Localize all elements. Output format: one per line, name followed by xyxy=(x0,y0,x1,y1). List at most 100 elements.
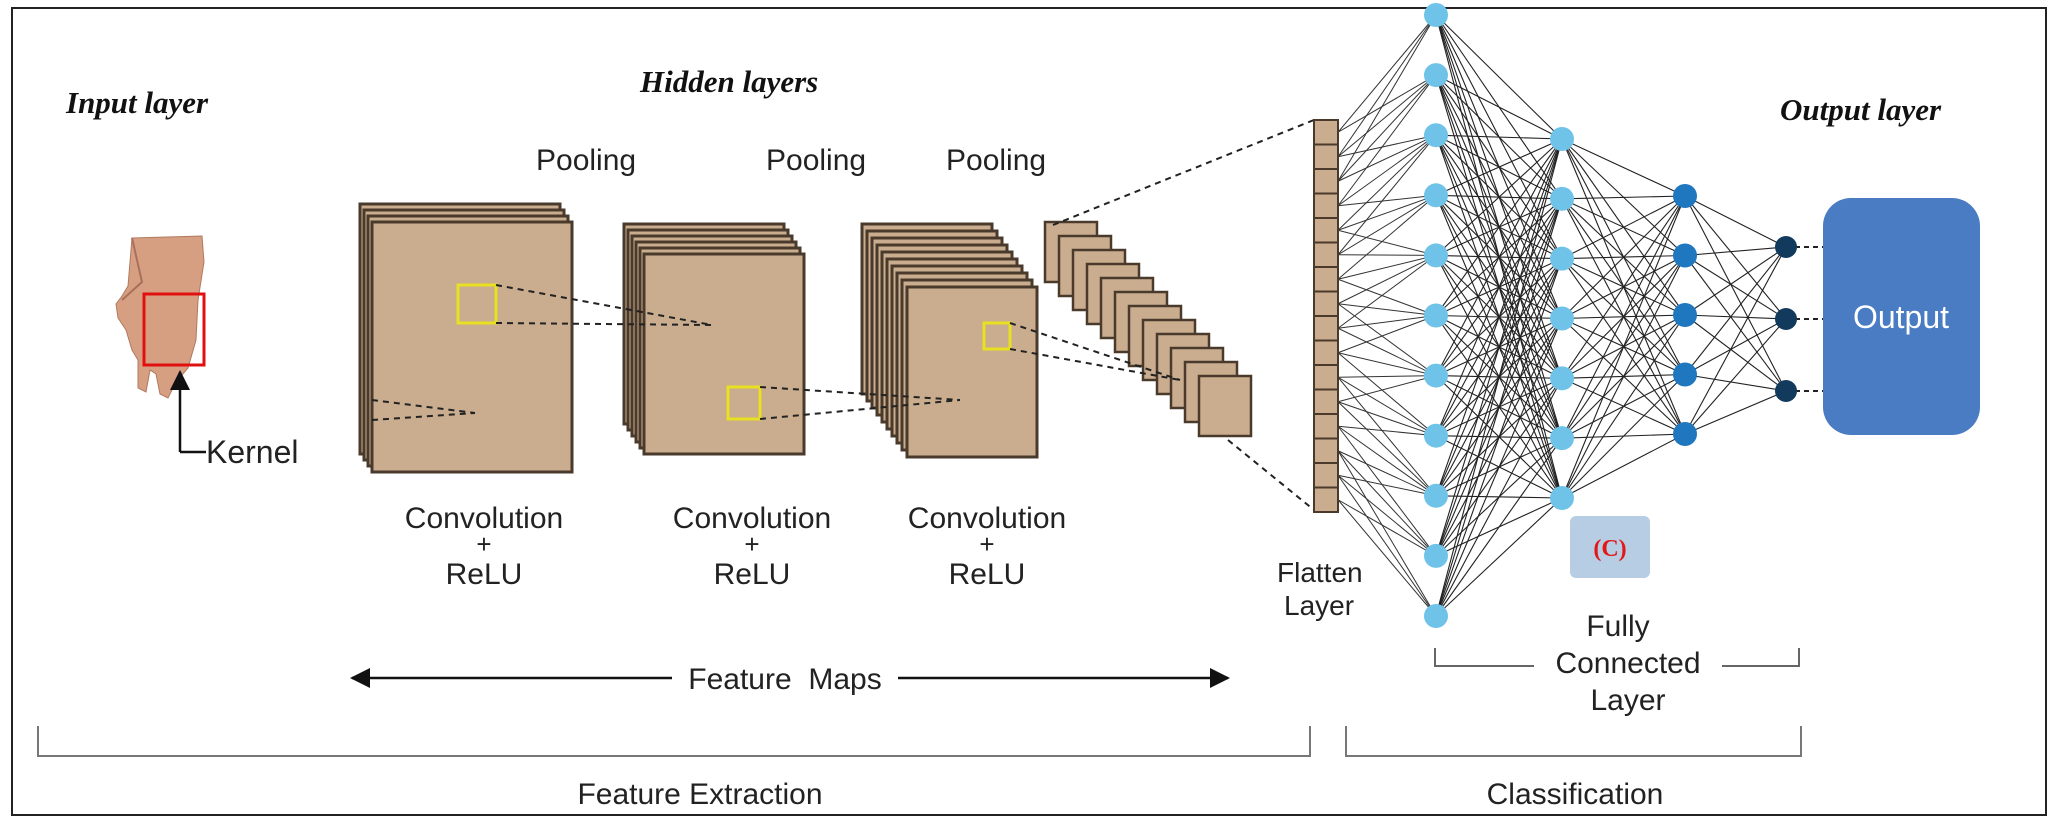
dense-edge xyxy=(1435,14,1563,140)
dense-edge xyxy=(1561,433,1686,499)
flatten-edge xyxy=(1337,474,1437,557)
diagram-frame xyxy=(11,7,2047,816)
dense-edge xyxy=(1684,373,1787,392)
flatten-cell xyxy=(1313,388,1339,415)
kernel-box-2 xyxy=(726,385,762,421)
neuron-node xyxy=(1424,303,1448,328)
receptive-field-lines xyxy=(371,119,1315,511)
flatten-edge xyxy=(1337,499,1437,557)
hand-photo-icon xyxy=(115,235,206,454)
dense-edge xyxy=(1684,314,1787,320)
flatten-cell xyxy=(1313,119,1339,146)
flatten-edge xyxy=(1337,134,1437,231)
dense-edge xyxy=(1684,255,1787,392)
output-layer-title: Output layer xyxy=(1780,92,1942,127)
flatten-edge xyxy=(1337,194,1437,231)
flatten-cell xyxy=(1313,339,1339,366)
flatten-edge xyxy=(1337,375,1437,378)
neuron-node xyxy=(1424,604,1448,628)
marker-badge-label: (C) xyxy=(1593,536,1626,562)
flatten-edge xyxy=(1337,375,1437,403)
flatten-edge xyxy=(1337,194,1437,207)
flatten-edge xyxy=(1337,194,1437,280)
flatten-edge xyxy=(1337,450,1437,497)
flatten-edge xyxy=(1337,499,1437,617)
dense-edge xyxy=(1561,195,1686,499)
fully-connected-edges xyxy=(1337,14,1823,617)
feature-map-stack-3 xyxy=(860,222,1039,459)
pooling-label-1: Pooling xyxy=(536,144,636,177)
classification-label: Classification xyxy=(1487,778,1664,811)
neuron-node xyxy=(1424,483,1448,508)
neuron-node xyxy=(1550,486,1574,510)
flatten-edge xyxy=(1337,134,1437,207)
output-box xyxy=(1823,198,1980,435)
dense-edge xyxy=(1561,314,1686,499)
dense-edge xyxy=(1684,246,1787,316)
flatten-cell xyxy=(1313,437,1339,464)
dense-edge xyxy=(1435,138,1563,376)
conv-label-1-b: + xyxy=(476,529,491,559)
kernel-label: Kernel xyxy=(206,434,299,470)
pooling-label-2: Pooling xyxy=(766,144,866,177)
flatten-edge xyxy=(1337,14,1437,133)
flatten-edge xyxy=(1337,376,1437,437)
pooling-label-3: Pooling xyxy=(946,144,1046,177)
feature-maps-label: Feature Maps xyxy=(688,663,881,696)
flatten-cell xyxy=(1313,413,1339,440)
flatten-edge xyxy=(1337,401,1437,437)
dense-edge xyxy=(1435,74,1563,140)
pooled-map xyxy=(1197,374,1253,438)
flatten-edge xyxy=(1337,254,1437,256)
neuron-node xyxy=(1550,127,1574,151)
feature-map-stack-1 xyxy=(358,202,574,474)
neuron-node xyxy=(1550,246,1574,271)
neuron-node xyxy=(1424,363,1448,388)
conv-label-1-a: Convolution xyxy=(405,502,563,535)
flatten-edge xyxy=(1337,229,1437,256)
neuron-node xyxy=(1424,243,1448,268)
dense-edge xyxy=(1684,318,1787,435)
flatten-edge xyxy=(1337,74,1437,182)
dense-edge xyxy=(1435,318,1563,617)
dense-edge xyxy=(1684,390,1787,435)
neuron-node xyxy=(1424,123,1448,148)
neuron-node xyxy=(1424,183,1448,208)
flatten-edge xyxy=(1337,74,1437,133)
neuron-node xyxy=(1550,426,1574,451)
dense-edge xyxy=(1684,255,1787,320)
flatten-cell xyxy=(1313,315,1339,342)
flatten-edge xyxy=(1337,14,1437,158)
fully-connected-label-3: Layer xyxy=(1590,684,1665,717)
dense-edge xyxy=(1435,198,1563,617)
dense-edge xyxy=(1561,255,1686,499)
flatten-edge xyxy=(1337,254,1437,329)
output-box-label: Output xyxy=(1853,299,1949,335)
dense-edge xyxy=(1435,258,1563,617)
fully-connected-label-1: Fully xyxy=(1586,610,1649,643)
flatten-edge xyxy=(1337,315,1437,329)
conv-label-3-a: Convolution xyxy=(908,502,1066,535)
feature-map-stack-2 xyxy=(622,222,806,456)
flatten-edge xyxy=(1337,74,1437,158)
conv-label-2-c: ReLU xyxy=(714,558,791,591)
dense-edge xyxy=(1684,314,1787,392)
classification-bracket xyxy=(1345,726,1802,757)
neuron-node xyxy=(1550,186,1574,211)
neuron-node xyxy=(1550,306,1574,331)
conv-label-3-c: ReLU xyxy=(949,558,1026,591)
dense-edge xyxy=(1561,195,1686,200)
dense-edge xyxy=(1561,374,1686,499)
conv-label-2-a: Convolution xyxy=(673,502,831,535)
flatten-label-line-2: Layer xyxy=(1284,590,1354,621)
flatten-edge xyxy=(1337,74,1437,207)
kernel-box-1 xyxy=(456,283,498,325)
flatten-layer xyxy=(1313,119,1339,513)
dense-edge xyxy=(1435,437,1563,617)
feature-extraction-label: Feature Extraction xyxy=(577,778,822,811)
dense-edge xyxy=(1435,138,1563,316)
neuron-node xyxy=(1673,303,1697,327)
flatten-edge xyxy=(1337,474,1437,497)
flatten-edge xyxy=(1337,254,1437,305)
flatten-edge xyxy=(1337,425,1437,557)
